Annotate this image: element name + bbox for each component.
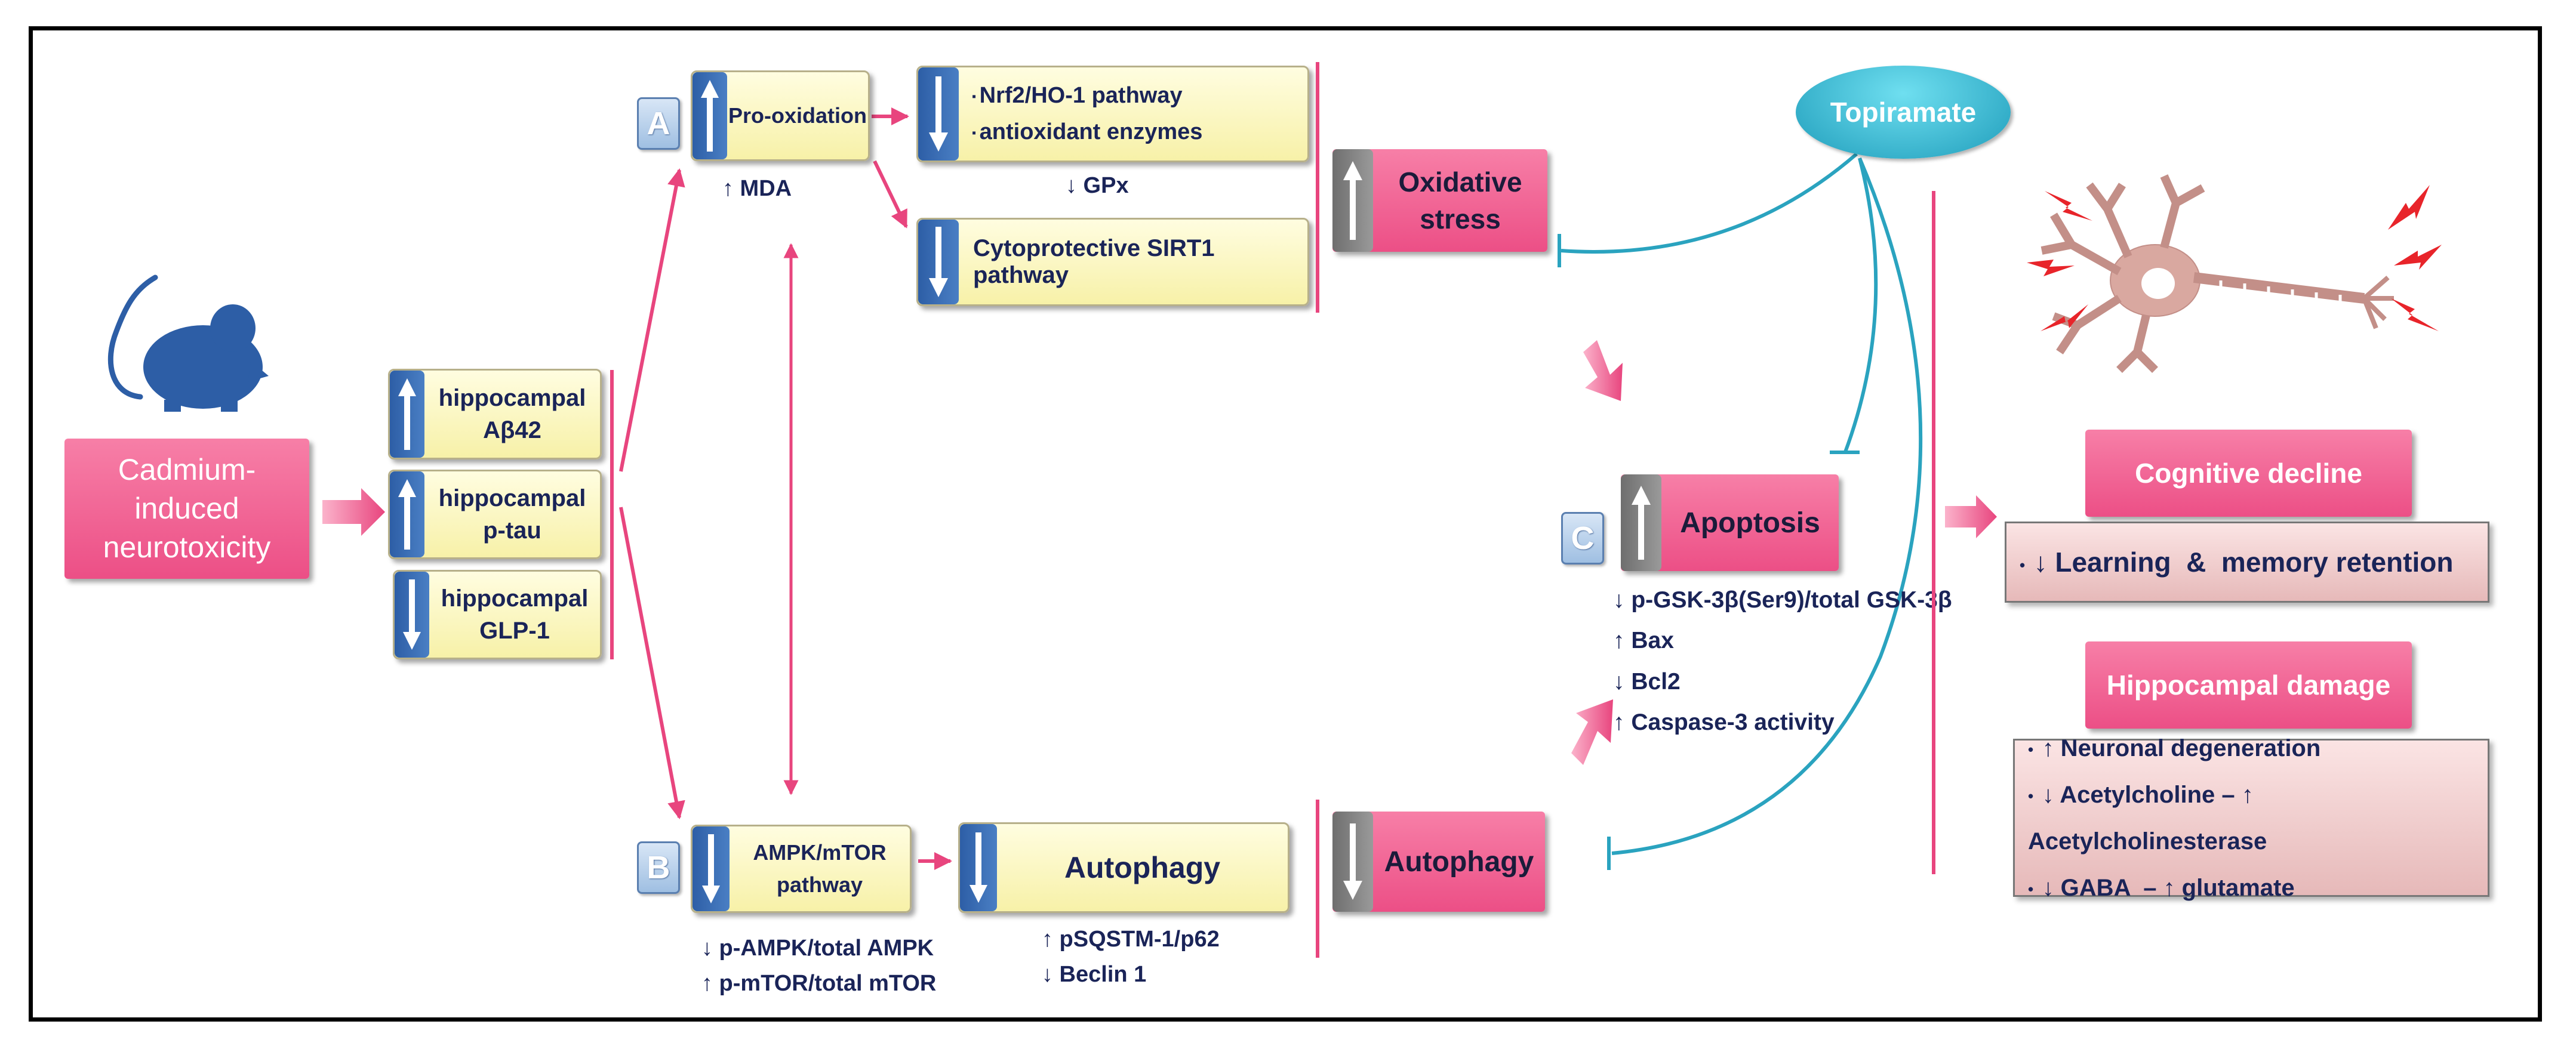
up-arrow-icon (390, 471, 424, 557)
oxidative-line2: stress (1420, 203, 1501, 235)
panel-a-bar (1316, 62, 1319, 313)
hippocampal-damage-box: Hippocampal damage (2085, 641, 2412, 729)
cognitive-decline-box: Cognitive decline (2085, 430, 2412, 517)
hippocampal-ptau-line1: hippocampal (438, 485, 586, 511)
down-arrow-icon (918, 220, 959, 304)
mda-note: ↑ MDA (722, 176, 792, 201)
neuron-icon (2041, 174, 2394, 373)
lightning-icon (2041, 304, 2088, 331)
lightning-icon (2394, 245, 2442, 270)
hippocampal-ptau-box: hippocampal p-tau (388, 470, 602, 559)
hippocampal-glp1-line1: hippocampal (441, 585, 589, 612)
down-arrow-icon (960, 824, 997, 911)
up-arrow-icon (693, 72, 727, 159)
mouse-icon (107, 274, 269, 412)
hippocampal-bracket (610, 370, 614, 659)
hippocampal-abeta-line1: hippocampal (438, 385, 586, 411)
damage-list: • ↑ Neuronal degeneration • ↓ Acetylchol… (2013, 735, 2489, 901)
lightning-icon (2027, 260, 2075, 276)
panel-c-label: C (1561, 512, 1604, 564)
down-arrow-icon (1332, 812, 1373, 912)
panel-a-label: A (637, 97, 680, 150)
cognitive-decline-label: Cognitive decline (2135, 458, 2362, 489)
cognitive-list: • ↓ Learning & memory retention (2005, 522, 2489, 603)
ampk-line2: pathway (776, 872, 863, 897)
up-arrow-icon (1332, 149, 1373, 252)
topiramate-label: Topiramate (1830, 97, 1977, 128)
hippocampal-damage-label: Hippocampal damage (2106, 670, 2391, 701)
ampk-line1: AMPK/mTOR (753, 840, 887, 865)
autophagy-note-1: ↑ pSQSTM-1/p62 (1042, 927, 1220, 952)
sirt1-label: Cytoprotective SIRT1 pathway (973, 235, 1215, 288)
pro-oxidation-label: Pro-oxidation (728, 103, 867, 128)
gpx-note: ↓ GPx (1066, 173, 1129, 198)
damage-item-3: ↓ GABA – ↑ glutamate (2042, 874, 2295, 901)
ampk-box: AMPK/mTOR pathway (691, 825, 912, 913)
oxidative-stress-box: Oxidative stress (1332, 149, 1547, 252)
outcome-bar (1932, 191, 1935, 874)
hippocampal-glp1-line2: GLP-1 (479, 618, 550, 644)
lightning-icon (2045, 191, 2092, 221)
autophagy-result-box: Autophagy (1332, 812, 1545, 912)
autophagy-pathway-box: Autophagy (958, 822, 1289, 913)
cognitive-item-1: ↓ Learning & memory retention (2033, 547, 2454, 578)
topiramate-node: Topiramate (1796, 66, 2011, 159)
hippocampal-glp1-box: hippocampal GLP-1 (393, 570, 602, 659)
ampk-note-1: ↓ p-AMPK/total AMPK (701, 936, 934, 961)
down-arrow-icon (693, 826, 730, 911)
lightning-icon (2391, 298, 2439, 331)
apoptosis-label: Apoptosis (1680, 507, 1820, 539)
hippocampal-ptau-line2: p-tau (483, 517, 541, 544)
panel-b-bar (1316, 800, 1319, 958)
damage-item-2: ↓ Acetylcholine – ↑ Acetylcholinesterase (2028, 781, 2267, 855)
apoptosis-note-4: ↑ Caspase-3 activity (1613, 709, 1835, 735)
cadmium-label: Cadmium-induced neurotoxicity (103, 453, 271, 564)
up-arrow-icon (390, 371, 424, 458)
lightning-icon (2388, 185, 2430, 230)
apoptosis-note-1: ↓ p-GSK-3β(Ser9)/total GSK-3β (1613, 587, 1952, 613)
down-arrow-icon (395, 572, 429, 658)
panel-b-label: B (637, 841, 680, 894)
pro-oxidation-box: Pro-oxidation (691, 70, 870, 161)
autophagy-result-label: Autophagy (1384, 846, 1534, 878)
cadmium-box: Cadmium-induced neurotoxicity (64, 439, 309, 579)
apoptosis-note-3: ↓ Bcl2 (1613, 668, 1681, 695)
autophagy-notes: ↑ pSQSTM-1/p62 ↓ Beclin 1 (1042, 922, 1220, 992)
oxidative-line1: Oxidative (1398, 166, 1522, 198)
nrf2-line2: antioxidant enzymes (979, 119, 1203, 144)
autophagy-pathway-label: Autophagy (1064, 851, 1221, 884)
down-arrow-icon (918, 67, 959, 161)
apoptosis-note-2: ↑ Bax (1613, 628, 1674, 654)
nrf2-line1: Nrf2/HO-1 pathway (979, 83, 1183, 109)
sirt1-box: Cytoprotective SIRT1 pathway (916, 218, 1309, 306)
up-arrow-icon (1621, 474, 1661, 571)
apoptosis-notes: ↓ p-GSK-3β(Ser9)/total GSK-3β ↑ Bax ↓ Bc… (1613, 580, 1952, 743)
ampk-note-2: ↑ p-mTOR/total mTOR (701, 970, 937, 996)
apoptosis-box: Apoptosis (1621, 474, 1839, 571)
damage-item-1: ↑ Neuronal degeneration (2042, 735, 2321, 761)
hippocampal-abeta-box: hippocampal Aβ42 (388, 369, 602, 459)
nrf2-box: ▪ Nrf2/HO-1 pathway ▪ antioxidant enzyme… (916, 66, 1309, 162)
hippocampal-abeta-line2: Aβ42 (483, 417, 541, 443)
ampk-notes: ↓ p-AMPK/total AMPK ↑ p-mTOR/total mTOR (701, 931, 936, 1001)
autophagy-note-2: ↓ Beclin 1 (1042, 961, 1147, 987)
